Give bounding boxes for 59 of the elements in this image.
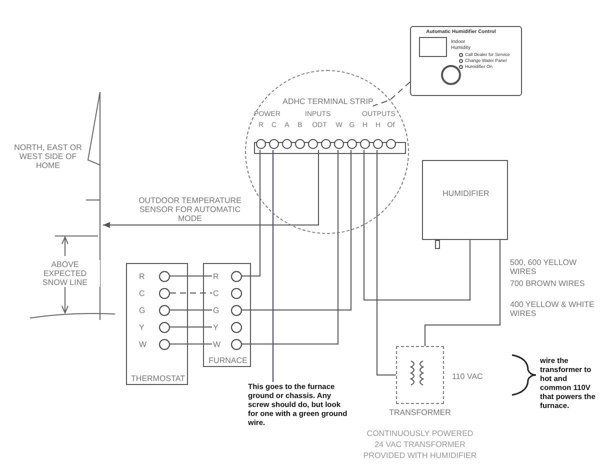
- callout-line: [372, 82, 410, 106]
- screw-terminal: [213, 305, 243, 317]
- wire: [376, 150, 396, 376]
- terminal-letter: Y: [139, 323, 144, 332]
- location-note: NORTH, EAST OR WEST SIDE OF HOME: [13, 143, 83, 170]
- screw-terminal: [139, 322, 171, 334]
- terminal-letter: Y: [213, 323, 218, 332]
- thermostat-box: [126, 263, 188, 385]
- terminal-letter: G: [139, 306, 146, 315]
- terminal-letter: G: [213, 306, 220, 315]
- wire: [424, 240, 500, 346]
- magnified-terminal-strip: [245, 70, 409, 234]
- transformer-label: TRANSFORMER: [388, 408, 452, 417]
- wire-color-note: 700 BROWN WIRES: [510, 279, 586, 288]
- wire: [242, 150, 260, 276]
- screw-terminal: [139, 288, 171, 300]
- screw-terminal: [139, 339, 171, 351]
- wire-color-note: 400 YELLOW & WHITE WIRES: [510, 300, 596, 318]
- wire: [242, 150, 338, 344]
- screw-terminal: [281, 121, 293, 151]
- screw-terminal: [372, 121, 384, 151]
- strip-title: ADHC TERMINAL STRIP: [282, 97, 374, 106]
- box-label: THERMOSTAT: [130, 374, 186, 383]
- box-label: HUMIDIFIER: [442, 189, 490, 198]
- control-panel: [410, 26, 522, 96]
- wire: [170, 326, 212, 328]
- screw-terminal: [213, 322, 243, 334]
- screw-terminal: [307, 121, 332, 151]
- wire-color-note: 500, 600 YELLOW WIRES: [510, 258, 578, 276]
- terminal-letter: R: [213, 272, 219, 281]
- node-note: CONTINUOUSLY POWERED 24 VAC TRANSFORMER PROVIDED WITH HUMIDIFIER: [362, 428, 478, 461]
- terminal-letter: C: [139, 289, 145, 298]
- terminal-letter: W: [213, 340, 221, 349]
- edge-label: OUTDOOR TEMPERATURE SENSOR FOR AUTOMATIC MODE: [138, 196, 242, 223]
- transformer-box: [396, 346, 444, 404]
- box-label: FURNACE: [208, 356, 248, 365]
- terminal-letter: W: [139, 340, 147, 349]
- screw-terminal: [139, 271, 171, 283]
- screw-terminal: [359, 121, 371, 151]
- voltage-label: 110 VAC: [452, 372, 483, 381]
- screw-terminal: [346, 121, 358, 151]
- screw-terminal: [268, 121, 280, 151]
- screw-terminal: [213, 339, 243, 351]
- screw-terminal: [294, 121, 306, 151]
- terminal-letter: R: [139, 272, 145, 281]
- wire: [170, 292, 212, 294]
- humidifier-box: [422, 160, 508, 240]
- terminal-letter: C: [213, 289, 219, 298]
- ground-wire: [272, 150, 274, 382]
- wire: [364, 150, 470, 300]
- screw-terminal: [139, 305, 171, 317]
- screw-terminal: [385, 121, 397, 151]
- screw-terminal: [333, 121, 345, 151]
- wire: [102, 150, 319, 228]
- wire: [242, 150, 352, 310]
- screw-terminal: [213, 288, 243, 300]
- screw-terminal: [213, 271, 243, 283]
- furnace-terminal-block: [203, 263, 251, 367]
- screw-terminal: [255, 121, 267, 151]
